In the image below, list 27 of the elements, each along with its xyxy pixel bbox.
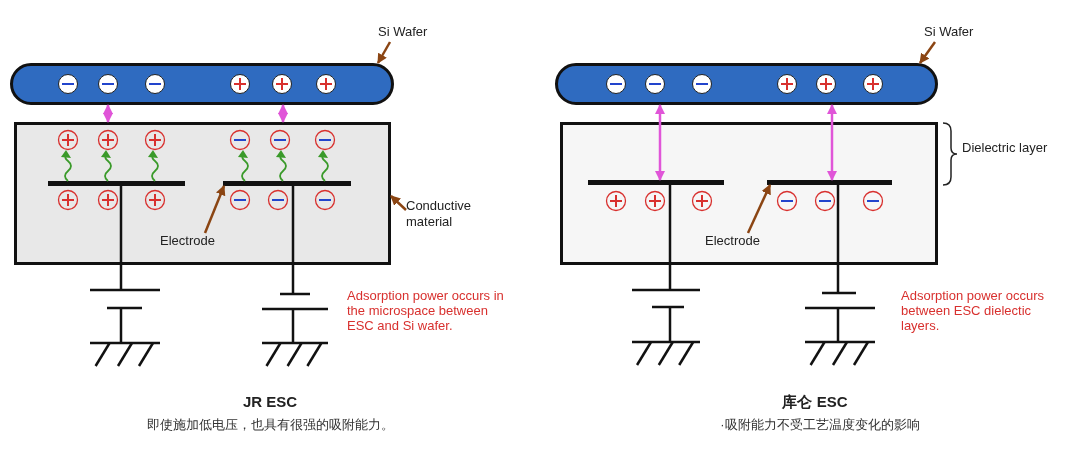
electrode-plate	[223, 181, 351, 186]
text-label: Electrode	[705, 233, 780, 251]
double-arrow	[278, 104, 288, 123]
note-text: Adsorption power occurs in the microspace between ESC and Si wafer.	[347, 288, 505, 333]
caption-text: 即使施加低电压，也具有很强的吸附能力。	[145, 417, 395, 432]
leader-arrow	[746, 184, 772, 234]
leader-arrow	[203, 185, 226, 234]
double-arrow	[655, 104, 665, 181]
caption-text: ·吸附能力不受工艺温度变化的影响	[719, 417, 921, 432]
panel-title: 库仑 ESC	[781, 393, 849, 411]
panel-title: JR ESC	[241, 393, 299, 411]
electrode-plate	[48, 181, 185, 186]
text-label: Si Wafer	[924, 24, 994, 42]
leader-arrow	[390, 195, 407, 211]
double-arrow	[827, 104, 837, 181]
text-label: Si Wafer	[378, 24, 448, 42]
dielectric-block	[560, 122, 938, 265]
electrode-plate	[588, 180, 724, 185]
conductive-block	[14, 122, 391, 265]
layer-label: Dielectric layer	[962, 140, 1049, 155]
text-label: Electrode	[160, 233, 235, 251]
double-arrow	[103, 104, 113, 123]
leader-arrow	[919, 41, 936, 64]
text-label: Conductive material	[406, 198, 496, 232]
electrode-plate	[767, 180, 892, 185]
leader-arrow	[376, 41, 392, 64]
note-text: Adsorption power occurs between ESC dielectic layers.	[901, 288, 1046, 333]
